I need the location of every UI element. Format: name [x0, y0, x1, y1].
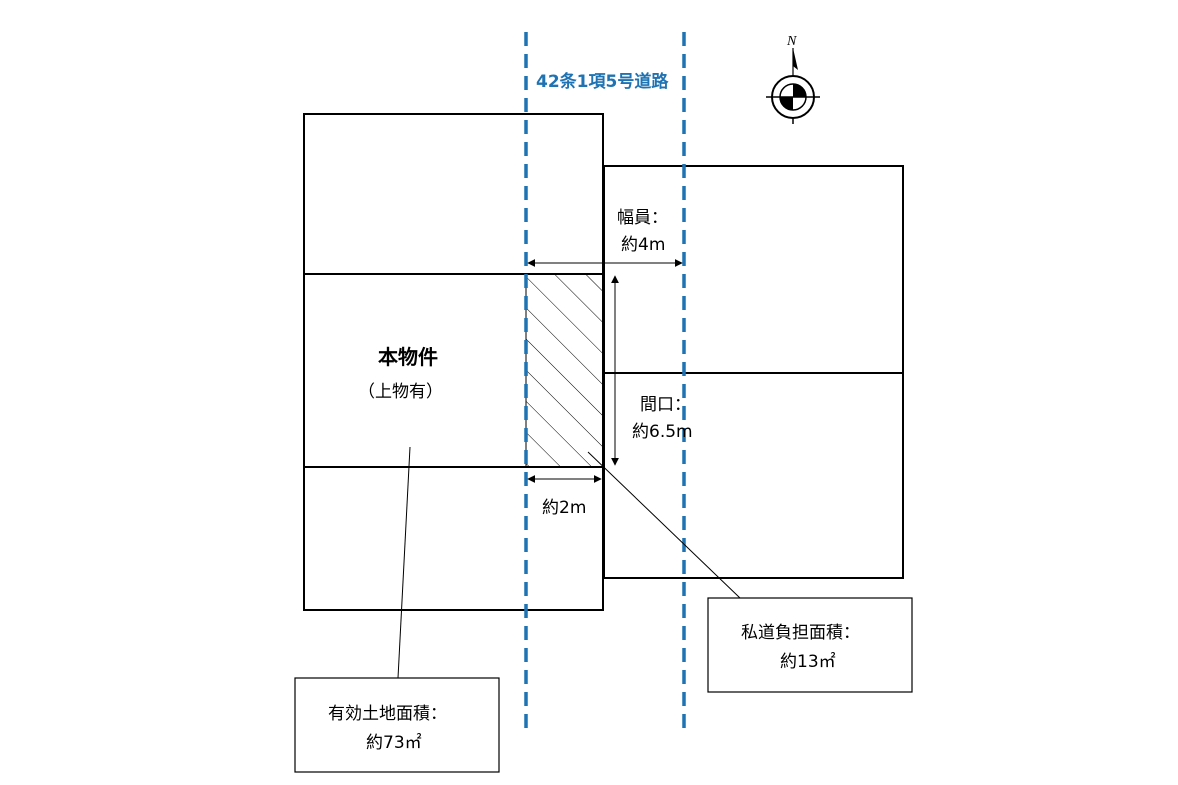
private-road-callout-line1: 私道負担面積： [741, 623, 860, 643]
width-label-line1: 幅員： [617, 208, 668, 228]
parcel-left-bottom [303, 466, 604, 611]
parcel-right-bottom [603, 372, 904, 579]
private-road-callout-box [707, 597, 913, 693]
parcel-left-top [303, 113, 604, 275]
setback-label: 約2m [542, 498, 586, 518]
north-label: N [786, 34, 797, 49]
private-road-callout-line2: 約13㎡ [780, 652, 836, 672]
frontage-label-line1: 間口： [640, 395, 691, 415]
effective-land-callout-line2: 約73㎡ [366, 733, 422, 753]
effective-land-callout-line1: 有効土地面積： [328, 704, 447, 724]
road-label: 42条1項5号道路 [536, 71, 669, 92]
frontage-label-line2: 約6.5m [632, 422, 693, 442]
subject-title: 本物件 [378, 345, 438, 369]
parcel-right-top [603, 165, 904, 374]
subject-subtitle: （上物有） [358, 382, 443, 402]
leader-line-effective-land [397, 446, 411, 679]
effective-land-callout-box [294, 677, 500, 773]
leader-line-private-road [587, 451, 741, 599]
private-road-burden-area [525, 273, 604, 468]
north-compass-icon: N [766, 34, 820, 124]
width-label-line2: 約4m [621, 235, 665, 255]
